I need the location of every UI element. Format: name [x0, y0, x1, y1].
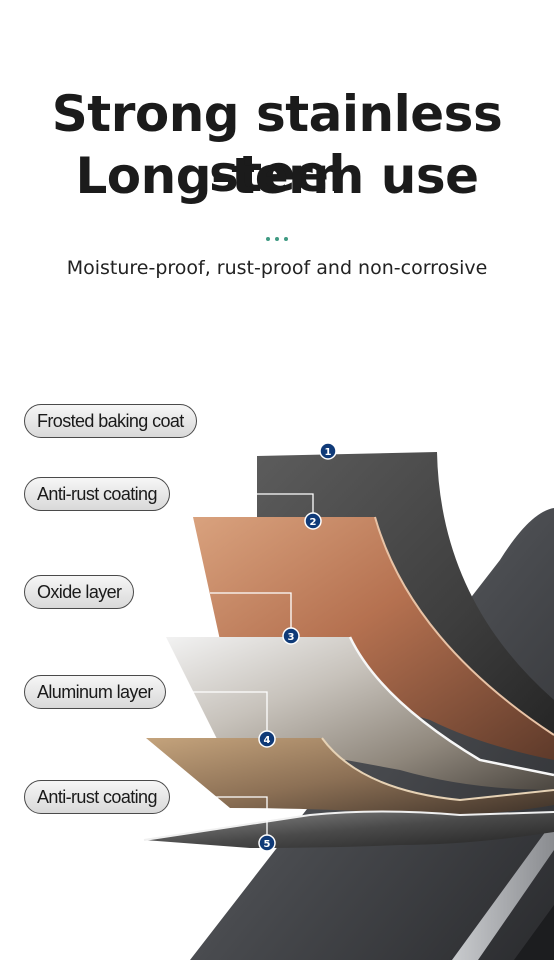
- label-oxide-layer: Oxide layer: [24, 575, 135, 609]
- label-aluminum-layer: Aluminum layer: [24, 675, 166, 709]
- layer-5-anti-rust-coating: [144, 811, 554, 848]
- headline-line-1: Strong stainless steel: [51, 85, 503, 203]
- layer-4-aluminum-layer: [146, 738, 554, 815]
- leader-line-3: [210, 592, 292, 636]
- badge-4: 4: [258, 730, 276, 748]
- badge-2-number: 2: [310, 517, 317, 528]
- dot: [266, 237, 270, 241]
- label-frosted-baking-coat: Frosted baking coat: [24, 404, 197, 438]
- leader-line-5: [200, 796, 268, 843]
- badge-4-number: 4: [264, 735, 271, 746]
- badge-3: 3: [282, 627, 300, 645]
- dot: [275, 237, 279, 241]
- headline-line-2: Long-term use: [75, 147, 479, 205]
- leader-line-2: [185, 493, 314, 520]
- subtitle: Moisture-proof, rust-proof and non-corro…: [66, 257, 488, 279]
- layer-3-oxide-layer: [166, 637, 554, 790]
- label-anti-rust-coating-bottom: Anti-rust coating: [24, 780, 170, 814]
- badge-1: 1: [319, 442, 337, 460]
- decorative-dots: [0, 226, 554, 245]
- dot: [284, 237, 288, 241]
- badge-3-number: 3: [288, 632, 295, 643]
- layer-2-anti-rust-coating: [193, 517, 554, 760]
- label-anti-rust-coating-top: Anti-rust coating: [24, 477, 170, 511]
- badge-1-number: 1: [325, 447, 332, 458]
- badge-2: 2: [304, 512, 322, 530]
- badge-5-number: 5: [264, 839, 271, 850]
- rack-edge: [452, 820, 554, 960]
- leader-line-4: [185, 691, 268, 738]
- layer-diagram: 1 2 3 4 5: [143, 442, 554, 960]
- badge-5: 5: [258, 834, 276, 852]
